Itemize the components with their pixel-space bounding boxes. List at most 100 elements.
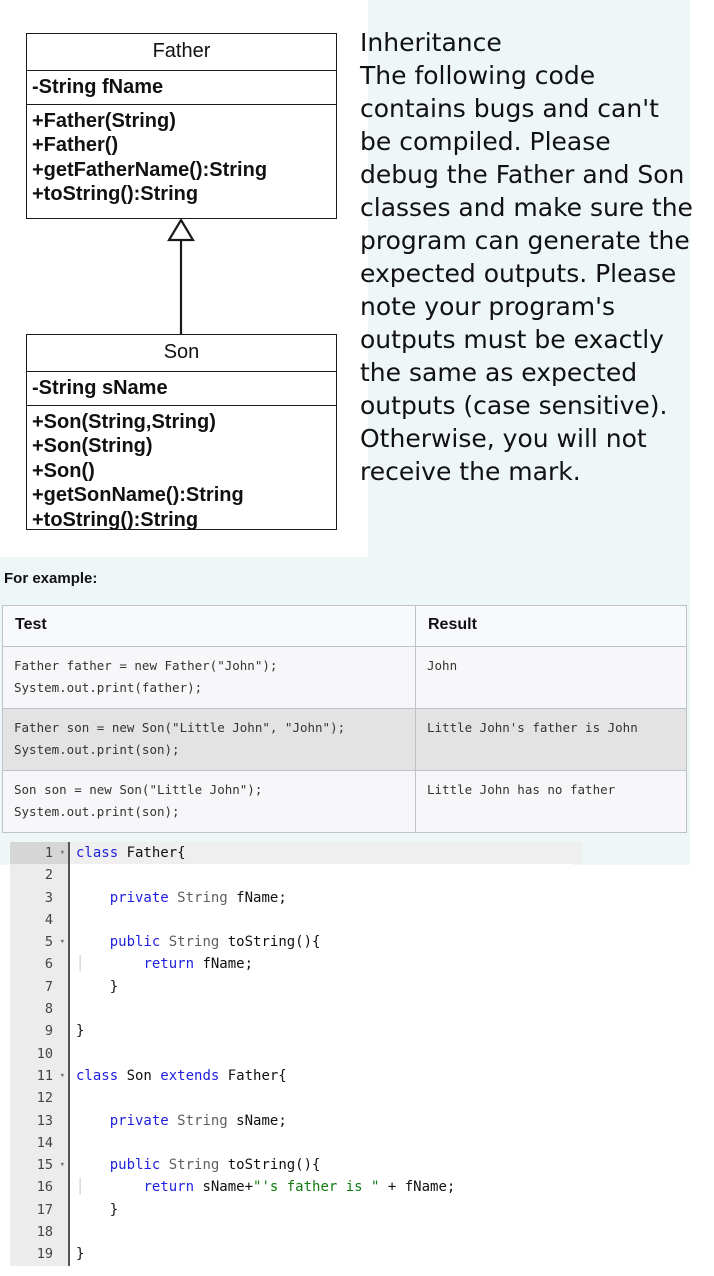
code-text[interactable]: public String toString(){ bbox=[70, 931, 573, 953]
code-line[interactable]: 7 } bbox=[10, 975, 573, 999]
line-number: 17 bbox=[10, 1198, 68, 1222]
code-line[interactable]: 5▾ public String toString(){ bbox=[10, 931, 573, 954]
fold-toggle-icon[interactable]: ▾ bbox=[59, 1160, 65, 1171]
code-token: return bbox=[143, 1179, 203, 1196]
question-line: receive the mark. bbox=[360, 457, 581, 486]
code-line[interactable]: 18 bbox=[10, 1221, 573, 1244]
gutter-divider bbox=[68, 886, 70, 909]
code-line[interactable]: 19} bbox=[10, 1243, 573, 1266]
code-text[interactable]: } bbox=[70, 1243, 573, 1265]
code-line[interactable]: 16│ return sName+"'s father is " + fName… bbox=[10, 1176, 573, 1199]
code-text[interactable]: } bbox=[70, 1020, 573, 1042]
fold-toggle-icon[interactable]: ▾ bbox=[59, 848, 65, 858]
code-line[interactable]: 12 bbox=[10, 1087, 573, 1110]
code-line[interactable]: 10 bbox=[10, 1042, 573, 1065]
code-text[interactable] bbox=[70, 1043, 573, 1065]
code-text[interactable]: class Father{ bbox=[70, 842, 582, 865]
code-token: Father{ bbox=[126, 845, 186, 861]
code-line[interactable]: 17 } bbox=[10, 1198, 573, 1222]
uml-class-son: Son -String sName +Son(String,String) +S… bbox=[26, 334, 337, 531]
code-line[interactable]: 13 private String sName; bbox=[10, 1109, 573, 1132]
code-text[interactable]: } bbox=[70, 976, 573, 998]
gutter-divider bbox=[68, 1154, 70, 1177]
code-line[interactable]: 15▾ public String toString(){ bbox=[10, 1154, 573, 1177]
code-text[interactable] bbox=[70, 864, 573, 886]
code-token: fName; bbox=[202, 956, 254, 973]
question-line: The following code bbox=[360, 61, 596, 90]
table-row: Father son = new Son("Little John", "Joh… bbox=[2, 708, 687, 771]
code-line[interactable]: 8 bbox=[10, 998, 573, 1021]
uml-method: +Son(String) bbox=[32, 435, 153, 458]
line-number: 4 bbox=[10, 908, 68, 932]
code-token bbox=[110, 956, 144, 972]
question-line: note your program's bbox=[360, 292, 616, 321]
code-text[interactable]: public String toString(){ bbox=[70, 1154, 573, 1176]
question-line: be compiled. Please bbox=[360, 127, 611, 156]
code-token: String bbox=[168, 934, 228, 951]
code-line[interactable]: 14 bbox=[10, 1131, 573, 1155]
question-line: the same as expected bbox=[360, 358, 638, 387]
fold-toggle-icon[interactable]: ▾ bbox=[59, 1070, 65, 1081]
code-line[interactable]: 3 private String fName; bbox=[10, 886, 573, 909]
code-line[interactable]: 11▾class Son extends Father{ bbox=[10, 1064, 573, 1088]
gutter-divider bbox=[68, 1109, 70, 1132]
uml-class-diagram: Father -String fName +Father(String) +Fa… bbox=[0, 0, 368, 557]
code-token: fName; bbox=[236, 889, 287, 906]
code-line[interactable]: 4 bbox=[10, 908, 573, 932]
line-number: 9 bbox=[10, 1020, 68, 1043]
cell-test: Father son = new Son("Little John", "Joh… bbox=[2, 708, 416, 771]
question-line: debug the Father and Son bbox=[360, 160, 685, 189]
code-text[interactable]: class Son extends Father{ bbox=[70, 1065, 573, 1087]
code-text[interactable] bbox=[70, 1132, 573, 1154]
code-token bbox=[76, 934, 110, 950]
code-text[interactable]: │ return fName; bbox=[70, 953, 573, 975]
code-token: String bbox=[168, 1157, 228, 1174]
for-example-label: For example: bbox=[4, 570, 98, 587]
code-text[interactable]: private String sName; bbox=[70, 1110, 573, 1132]
code-token: + fName; bbox=[379, 1179, 456, 1196]
gutter-divider bbox=[68, 975, 70, 999]
cell-test: Son son = new Son("Little John"); System… bbox=[2, 770, 416, 833]
line-number: 5▾ bbox=[10, 931, 68, 954]
line-number: 19 bbox=[10, 1243, 68, 1266]
code-line[interactable]: 2 bbox=[10, 864, 573, 887]
code-line[interactable]: 6│ return fName; bbox=[10, 953, 573, 976]
cell-result: Little John's father is John bbox=[415, 708, 687, 771]
question-description: Inheritance The following code contains … bbox=[360, 26, 693, 488]
uml-method: +Son(String,String) bbox=[32, 411, 216, 433]
gutter-divider bbox=[68, 1221, 70, 1244]
code-token: } bbox=[76, 1201, 119, 1218]
line-number: 7 bbox=[10, 975, 68, 999]
code-text[interactable] bbox=[70, 1221, 573, 1243]
gutter-divider bbox=[68, 1176, 70, 1199]
code-token: extends bbox=[160, 1067, 228, 1084]
code-line[interactable]: 9} bbox=[10, 1020, 573, 1043]
gutter-divider bbox=[68, 1198, 70, 1222]
code-text[interactable] bbox=[70, 1087, 573, 1109]
uml-class-father-methods: +Father(String) +Father() +getFatherName… bbox=[27, 105, 336, 212]
code-token: private bbox=[109, 1112, 178, 1129]
gutter-divider bbox=[68, 1042, 70, 1065]
code-text[interactable]: │ return sName+"'s father is " + fName; bbox=[70, 1176, 573, 1198]
line-number: 14 bbox=[10, 1131, 68, 1155]
question-line: classes and make sure the bbox=[360, 193, 693, 222]
line-number: 18 bbox=[10, 1221, 68, 1244]
code-text[interactable] bbox=[70, 909, 573, 931]
gutter-divider bbox=[68, 1064, 70, 1088]
code-token: "'s father is " bbox=[253, 1179, 380, 1196]
code-token: public bbox=[109, 934, 169, 951]
gutter-divider bbox=[68, 1020, 70, 1043]
code-text[interactable]: } bbox=[70, 1199, 573, 1221]
line-number: 13 bbox=[10, 1109, 68, 1132]
inheritance-arrow-icon bbox=[167, 218, 195, 336]
uml-method: +toString():String bbox=[32, 508, 199, 531]
code-text[interactable]: private String fName; bbox=[70, 887, 573, 909]
line-number: 15▾ bbox=[10, 1154, 68, 1177]
code-text[interactable] bbox=[70, 998, 573, 1020]
code-line[interactable]: 1▾class Father{ bbox=[10, 842, 582, 865]
uml-method: +Father(String) bbox=[32, 110, 176, 132]
uml-attribute: -String fName bbox=[32, 76, 164, 98]
fold-toggle-icon[interactable]: ▾ bbox=[59, 937, 65, 948]
line-number: 3 bbox=[10, 886, 68, 909]
